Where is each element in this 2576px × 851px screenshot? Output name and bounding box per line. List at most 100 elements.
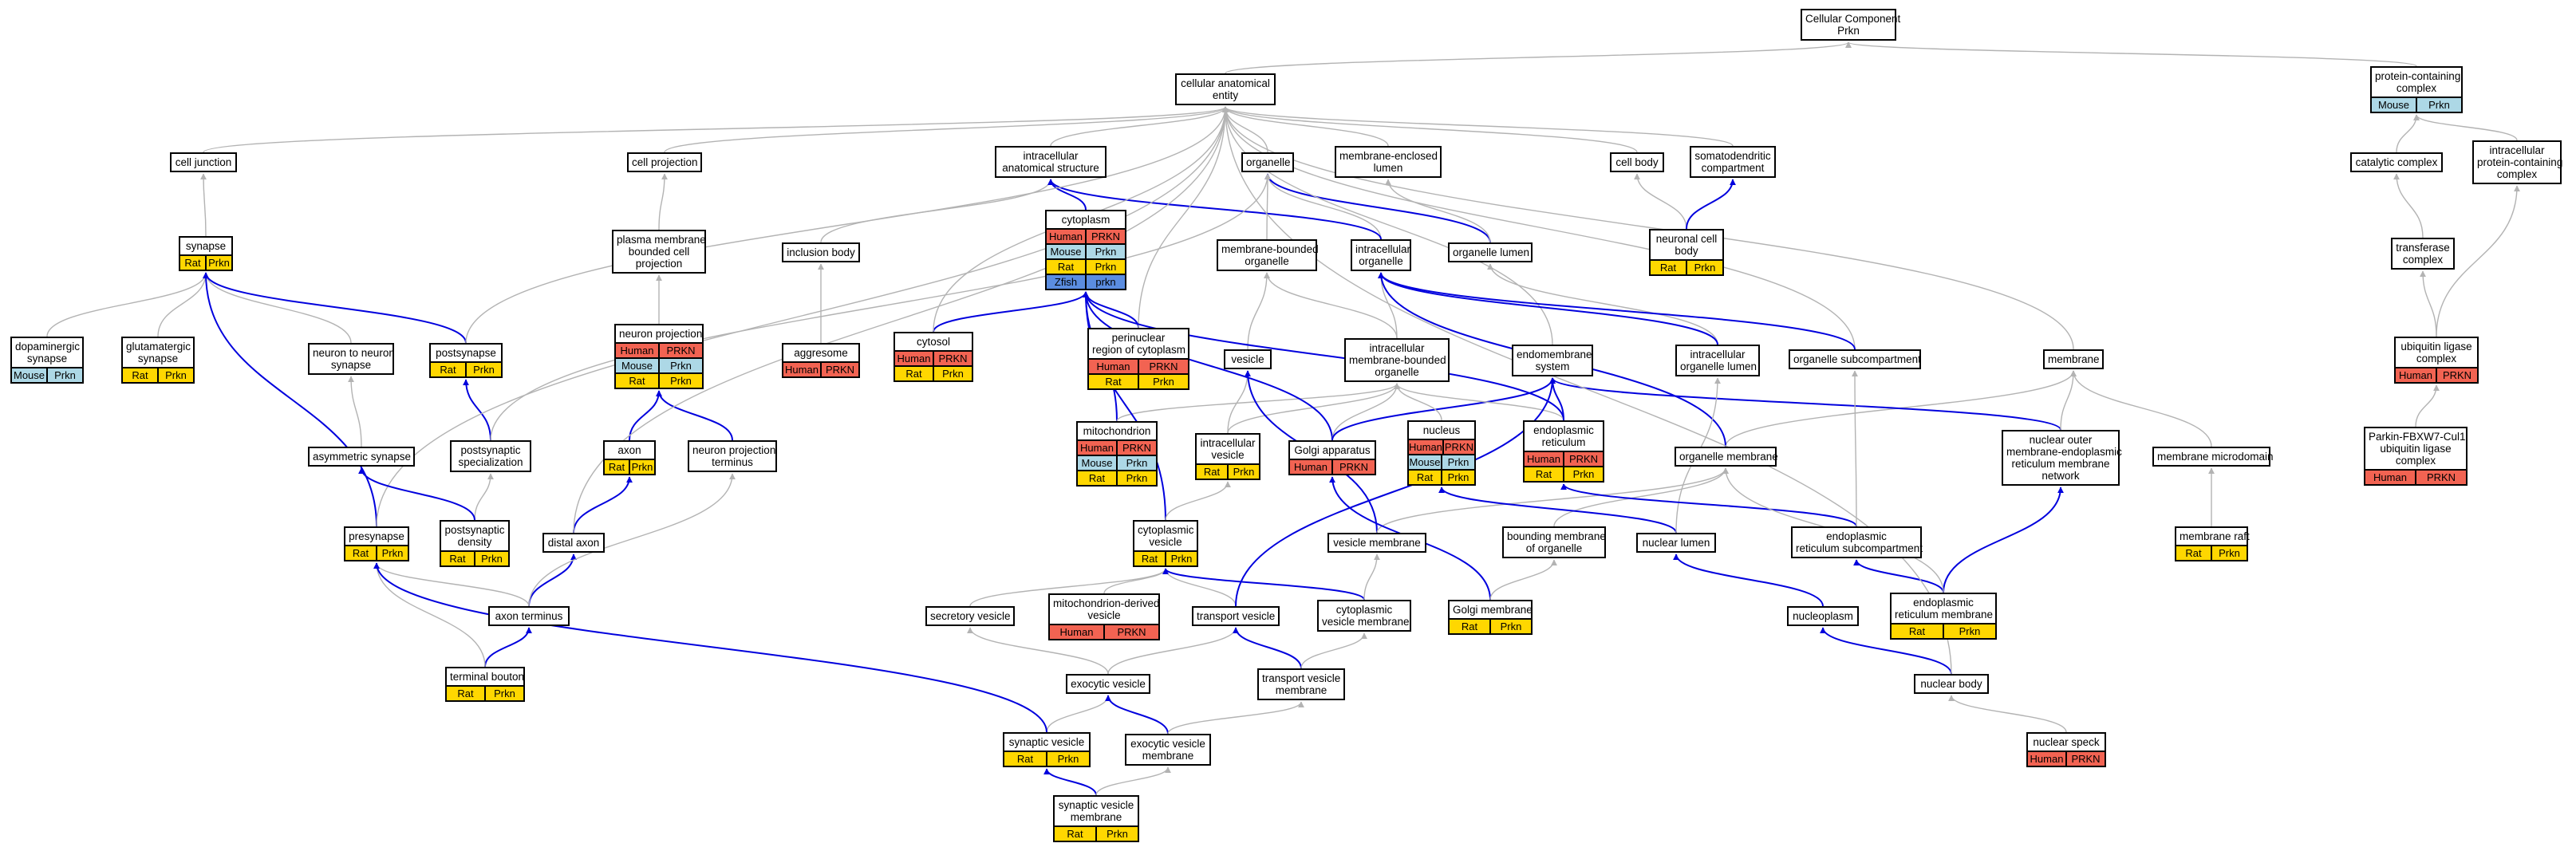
edge-ubiquitin-ligase-complex-to-transferase-complex bbox=[2420, 270, 2437, 337]
node-asymmetric-synapse[interactable]: asymmetric synapse bbox=[308, 447, 415, 467]
node-transport-vesicle[interactable]: transport vesicle bbox=[1192, 606, 1280, 626]
node-exocytic-vesicle[interactable]: exocytic vesicle bbox=[1066, 674, 1150, 694]
node-label: distal axon bbox=[544, 534, 603, 551]
node-label: aggresome bbox=[783, 345, 858, 361]
node-organelle-membrane[interactable]: organelle membrane bbox=[1675, 447, 1778, 467]
edge-cell-body-to-cellular-anatomical-entity bbox=[1222, 106, 1638, 153]
species-cell: Rat bbox=[345, 546, 376, 560]
gene-cell: prkn bbox=[1085, 275, 1125, 289]
species-cell: Human bbox=[2365, 471, 2415, 484]
node-organelle-lumen[interactable]: organelle lumen bbox=[1448, 242, 1533, 262]
gene-cell: Prkn bbox=[376, 546, 408, 560]
node-label: cytoplasm bbox=[1047, 211, 1125, 228]
gene-cell: Prkn bbox=[1165, 552, 1197, 565]
node-vesicle[interactable]: vesicle bbox=[1224, 349, 1272, 369]
node-membrane[interactable]: membrane bbox=[2043, 349, 2104, 369]
node-inclusion-body[interactable]: inclusion body bbox=[782, 242, 860, 262]
species-cell: Human bbox=[1089, 360, 1138, 373]
species-cell: Rat bbox=[180, 256, 205, 270]
node-cell-junction[interactable]: cell junction bbox=[170, 152, 237, 172]
edge-membrane-enclosed-lumen-to-cellular-anatomical-entity bbox=[1222, 106, 1389, 147]
node-catalytic-complex[interactable]: catalytic complex bbox=[2350, 152, 2443, 172]
node-cell-body[interactable]: cell body bbox=[1610, 152, 1664, 172]
node-axon-terminus[interactable]: axon terminus bbox=[488, 606, 570, 626]
node-nuclear-body[interactable]: nuclear body bbox=[1914, 674, 1989, 694]
species-cell: Human bbox=[1078, 441, 1116, 455]
gene-cell: Prkn bbox=[1489, 620, 1531, 633]
node-label: catalytic complex bbox=[2352, 154, 2441, 171]
node-organelle-subcompartment[interactable]: organelle subcompartment bbox=[1789, 349, 1921, 369]
node-nucleoplasm[interactable]: nucleoplasm bbox=[1787, 606, 1859, 626]
node-label-line: bounded cell bbox=[628, 246, 690, 258]
node-label: vesicle bbox=[1225, 351, 1270, 368]
node-label-line: specialization bbox=[458, 456, 523, 468]
node-secretory-vesicle[interactable]: secretory vesicle bbox=[925, 606, 1015, 626]
edge-cytosol-to-cytoplasm bbox=[933, 291, 1089, 333]
node-organelle[interactable]: organelle bbox=[1241, 152, 1294, 172]
node-nuclear-lumen[interactable]: nuclear lumen bbox=[1636, 533, 1716, 553]
node-membrane-microdomain[interactable]: membrane microdomain bbox=[2152, 447, 2274, 467]
edge-postsynaptic-density-to-asymmetric-synapse bbox=[358, 467, 475, 521]
node-vesicle-membrane[interactable]: vesicle membrane bbox=[1327, 533, 1426, 553]
edge-golgi-apparatus-to-endomembrane-system bbox=[1331, 377, 1556, 441]
node-label-line: neuron projection bbox=[619, 328, 703, 340]
node-distal-axon[interactable]: distal axon bbox=[542, 533, 605, 553]
node-cell-projection[interactable]: cell projection bbox=[627, 152, 702, 172]
gene-cell: PRKN bbox=[1563, 452, 1603, 466]
